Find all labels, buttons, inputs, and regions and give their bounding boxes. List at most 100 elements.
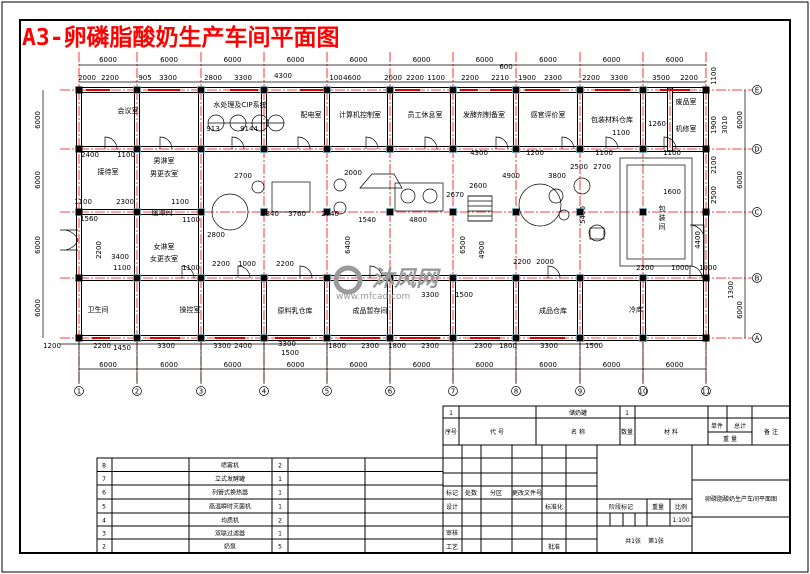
room-label: 水处理及CIP系统 bbox=[213, 100, 266, 109]
header-weight: 重 量 bbox=[723, 435, 737, 443]
parts-row-qty: 2 bbox=[278, 518, 282, 525]
structural-column bbox=[386, 208, 394, 216]
dimension-interior: 1560 bbox=[80, 215, 98, 223]
structural-column bbox=[449, 208, 457, 216]
dimension-interior: 2740 bbox=[321, 210, 339, 218]
room-label: 卫生间 bbox=[88, 305, 109, 314]
scale-value: 1:100 bbox=[672, 517, 689, 524]
dimension-bottom-detail: 1800 bbox=[499, 342, 517, 350]
dimension-interior: 1260 bbox=[648, 120, 666, 128]
weight-label: 重量 bbox=[652, 503, 664, 511]
structural-column bbox=[639, 145, 647, 153]
dimension-top-detail: 4600 bbox=[343, 74, 361, 82]
room-label: 女淋室 bbox=[154, 242, 175, 251]
axis-column-label: 5 bbox=[325, 388, 329, 396]
parts-row-no: 3 bbox=[102, 531, 106, 538]
axis-bubble bbox=[74, 386, 84, 396]
dimension-top-overall: 6000 bbox=[99, 56, 117, 64]
structural-column bbox=[133, 208, 141, 216]
sterilizer-part bbox=[422, 188, 438, 204]
room-label: 废品室 bbox=[676, 97, 697, 106]
dimension-interior: 2800 bbox=[207, 231, 225, 239]
dimension-left: 6000 bbox=[34, 111, 42, 129]
dimension-top-overall: 6000 bbox=[539, 56, 557, 64]
header-name: 名 称 bbox=[571, 428, 585, 436]
axis-row-label: C bbox=[755, 209, 760, 217]
row1-name: 储奶罐 bbox=[569, 409, 587, 417]
axis-row-label: E bbox=[755, 87, 759, 95]
room-label: 冷库 bbox=[629, 305, 643, 314]
structural-column bbox=[512, 334, 520, 342]
dimension-top-detail: 1100 bbox=[427, 74, 445, 82]
dimension-interior: 2200 bbox=[212, 260, 230, 268]
structural-column bbox=[576, 274, 584, 282]
axis-row-label: D bbox=[754, 146, 759, 154]
stairs bbox=[467, 195, 493, 222]
dimension-top-detail: 100 bbox=[329, 74, 342, 82]
structural-column bbox=[702, 208, 710, 216]
door-swing bbox=[605, 136, 619, 150]
parts-row-no: 6 bbox=[102, 490, 106, 497]
axis-bubble bbox=[638, 386, 648, 396]
door-swing bbox=[495, 136, 509, 150]
door-swing bbox=[369, 265, 383, 279]
dimension-interior: 1100 bbox=[595, 149, 613, 157]
dimension-top-overall: 6000 bbox=[666, 56, 684, 64]
structural-column bbox=[75, 334, 83, 342]
parts-row-qty: 1 bbox=[278, 476, 282, 483]
axis-column-label: 1 bbox=[77, 388, 81, 396]
dimension-interior: 2400 bbox=[81, 151, 99, 159]
structural-column bbox=[75, 145, 83, 153]
dimension-left: 6000 bbox=[34, 236, 42, 254]
structural-column bbox=[260, 145, 268, 153]
axis-bubble bbox=[752, 85, 762, 95]
parts-row-no: 8 bbox=[102, 463, 106, 470]
dimension-interior: 3760 bbox=[288, 210, 306, 218]
dimension-top-detail: 3300 bbox=[610, 74, 628, 82]
axis-bubble bbox=[701, 386, 711, 396]
axis-bubble bbox=[448, 386, 458, 396]
standard-label: 标准化 bbox=[545, 503, 563, 511]
dimension-top-detail: 2000 bbox=[78, 74, 96, 82]
room-label: 会议室 bbox=[118, 106, 139, 115]
room-label: 发酵剂制备室 bbox=[463, 110, 505, 119]
scale-label: 比例 bbox=[675, 503, 687, 511]
structural-column bbox=[512, 145, 520, 153]
dimension-interior: 1100 bbox=[113, 264, 131, 272]
structural-column bbox=[197, 274, 205, 282]
dimension-bottom-detail: 2300 bbox=[474, 342, 492, 350]
room-label: 男淋室 bbox=[154, 156, 175, 165]
sterilizer-icon bbox=[394, 182, 444, 212]
dimension-top-overall: 6000 bbox=[413, 56, 431, 64]
dimension-interior: 2700 bbox=[593, 163, 611, 171]
room-label: 女更衣室 bbox=[150, 254, 178, 263]
structural-column bbox=[133, 145, 141, 153]
dimension-interior: 4300 bbox=[470, 149, 488, 157]
parts-row-name: 立式发酵罐 bbox=[215, 475, 245, 483]
structural-column bbox=[512, 208, 520, 216]
dimension-interior: 2670 bbox=[446, 191, 464, 199]
door-swing bbox=[299, 265, 313, 279]
structural-column bbox=[323, 334, 331, 342]
axis-bubble bbox=[752, 144, 762, 154]
dimension-top-overall: 6000 bbox=[224, 56, 242, 64]
dimension-right: 1900 bbox=[710, 116, 718, 134]
dimension-interior: 1000 bbox=[238, 260, 256, 268]
dimension-interior: 2840 bbox=[261, 210, 279, 218]
dimension-bottom-detail: 2400 bbox=[234, 342, 252, 350]
door-swing bbox=[181, 265, 195, 279]
dimension-interior: 2300 bbox=[116, 198, 134, 206]
pump-icon bbox=[558, 209, 570, 221]
dimension-bottom-detail: 3300 bbox=[540, 342, 558, 350]
structural-column bbox=[702, 145, 710, 153]
door-swing bbox=[365, 136, 379, 150]
structural-column bbox=[386, 334, 394, 342]
structural-column bbox=[133, 334, 141, 342]
dimension-bottom-detail: 2300 bbox=[421, 342, 439, 350]
structural-column bbox=[133, 274, 141, 282]
axis-bubble bbox=[575, 386, 585, 396]
homogenizer-icon bbox=[588, 224, 606, 242]
header-remark: 备 注 bbox=[764, 428, 778, 436]
dimension-interior: 2200 bbox=[636, 264, 654, 272]
pump-icon bbox=[548, 188, 564, 204]
